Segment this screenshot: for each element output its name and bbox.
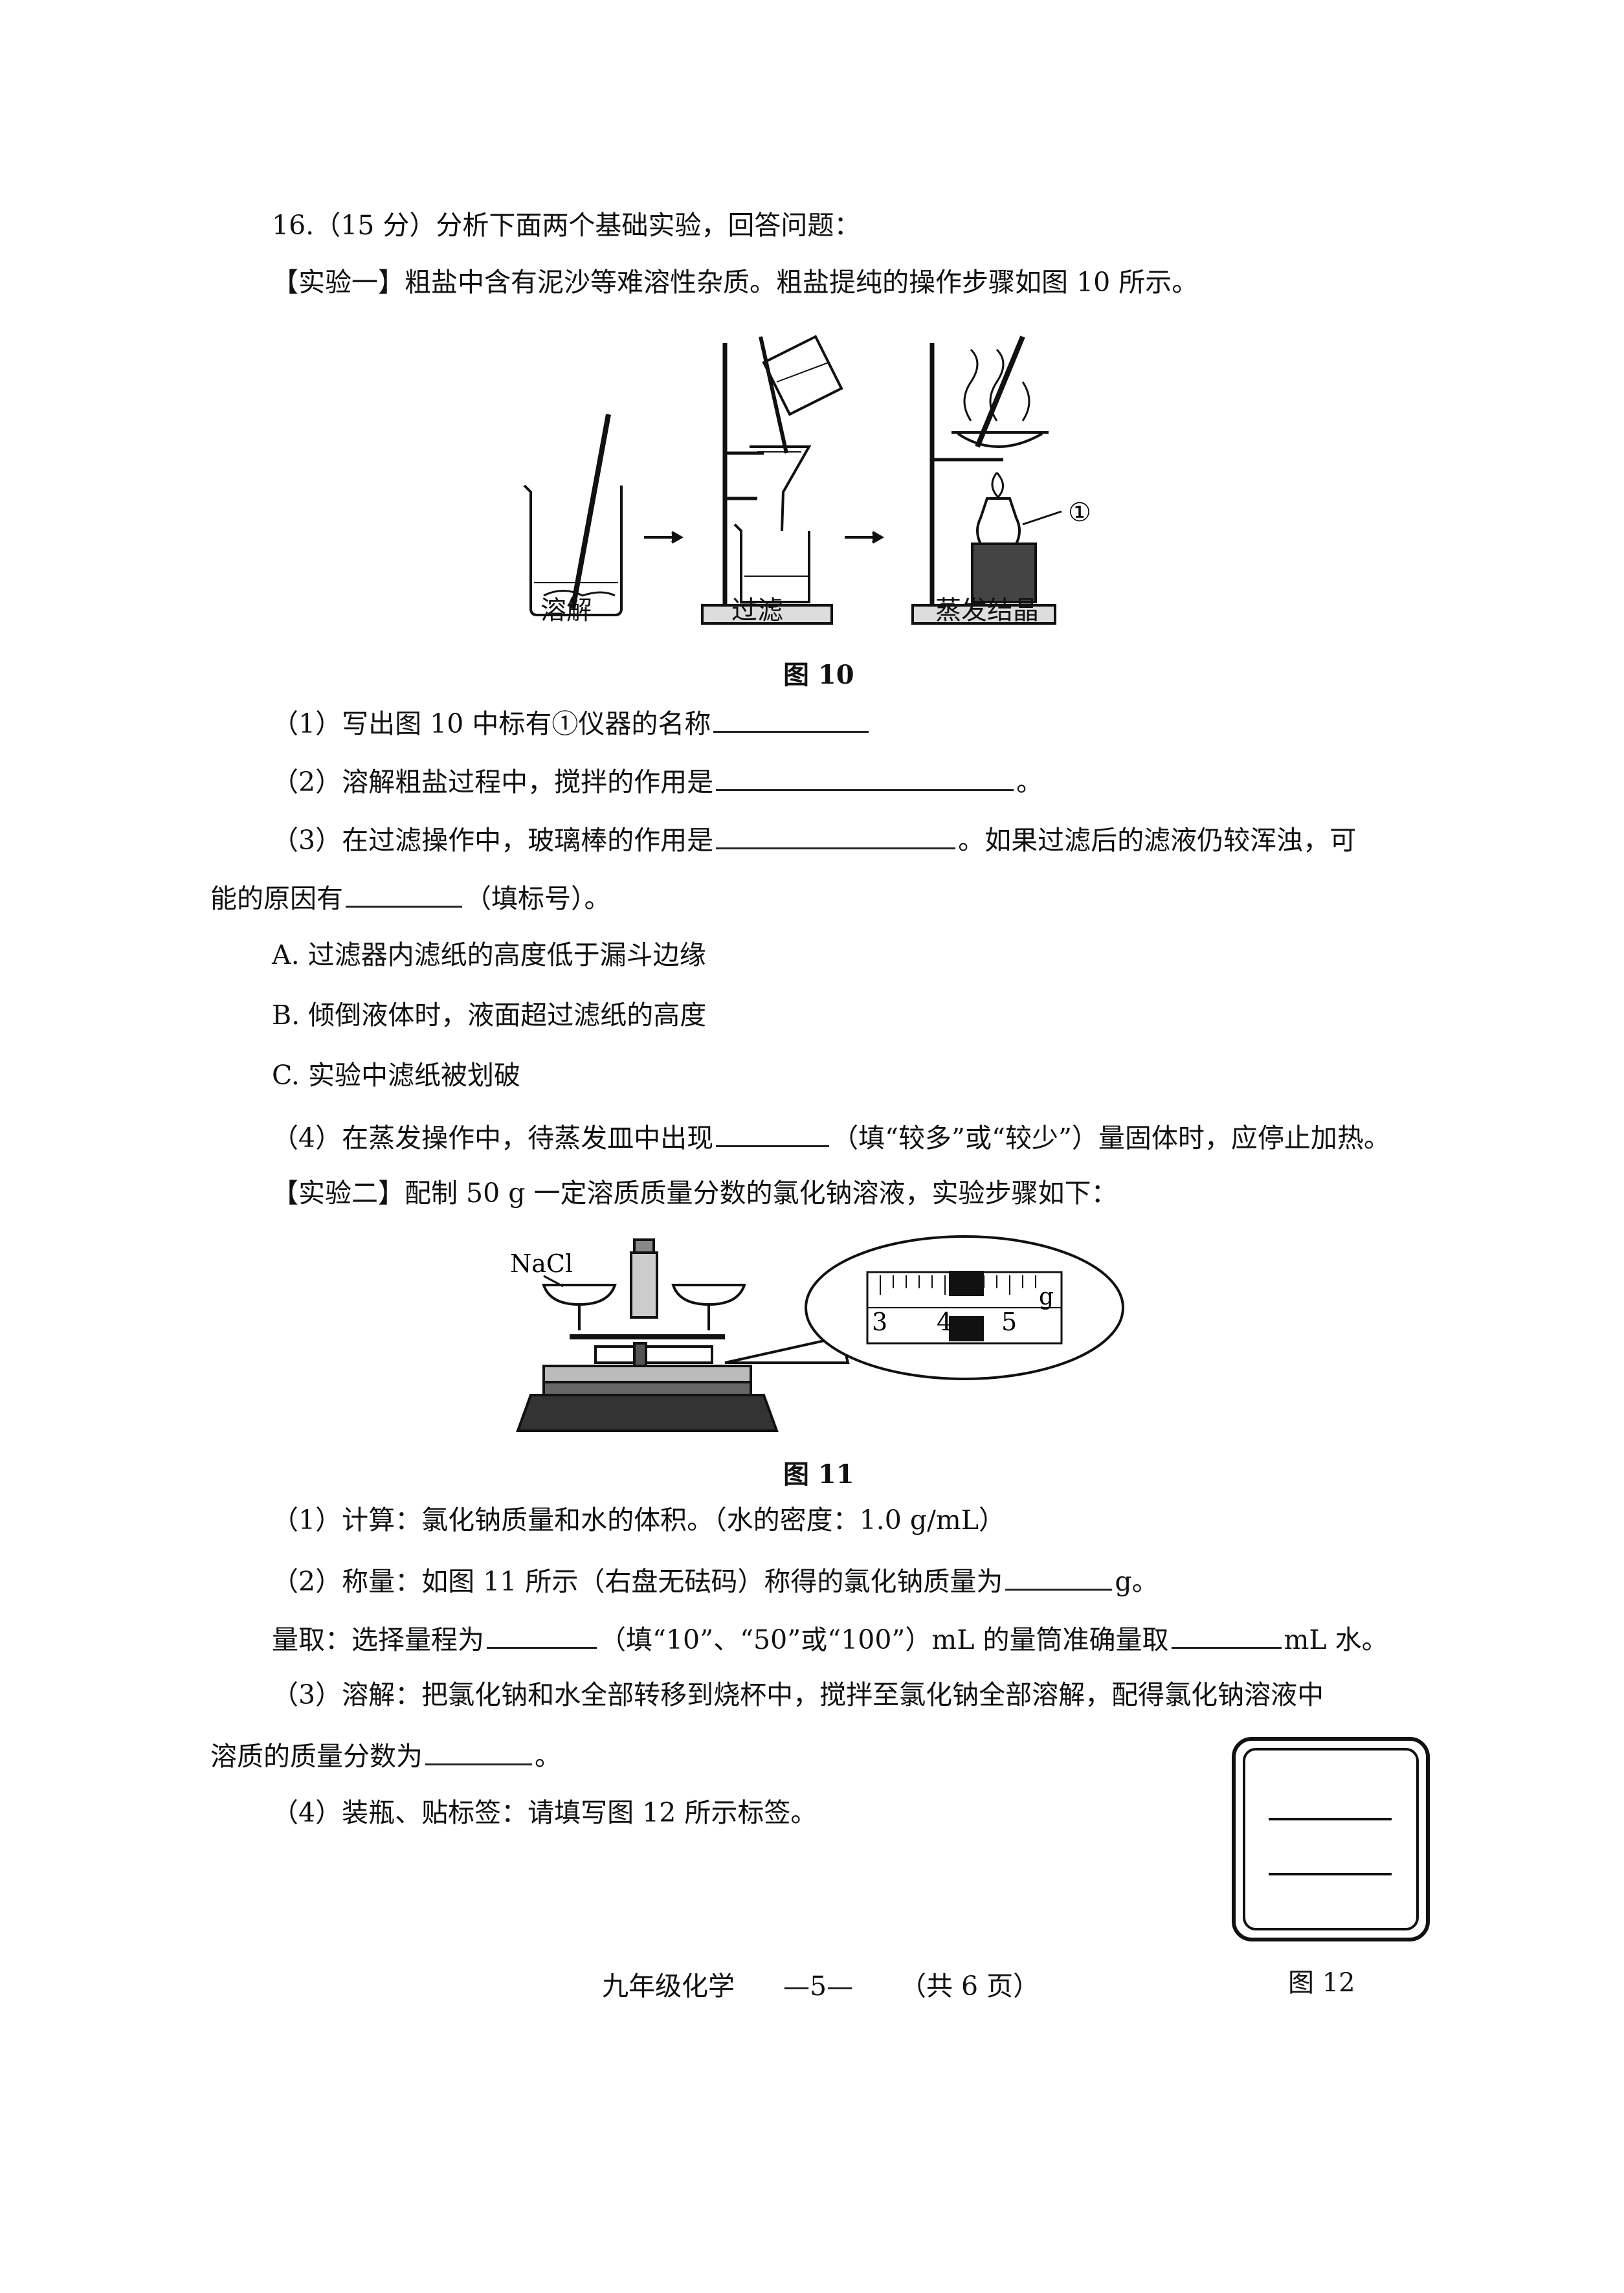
fig11-nacl: NaCl [510, 1249, 573, 1278]
fig12-caption: 图 12 [1288, 1968, 1355, 1998]
p4: （4）装瓶、贴标签：请填写图 12 所示标签。 [272, 1797, 818, 1828]
option-c: C. 实验中滤纸被划破 [272, 1060, 520, 1091]
p3: （3）溶解：把氯化钠和水全部转移到烧杯中，搅拌至氯化钠全部溶解，配得氯化钠溶液中 [272, 1679, 1324, 1710]
figure-10: ① [523, 335, 1091, 625]
q1: （1）写出图 10 中标有①仪器的名称 [272, 702, 871, 742]
fig11-caption: 图 11 [783, 1459, 854, 1490]
experiment-1-intro: 【实验一】粗盐中含有泥沙等难溶性杂质。粗盐提纯的操作步骤如图 10 所示。 [272, 267, 1199, 298]
fig11-tick-3: 3 [872, 1308, 887, 1336]
option-a: A. 过滤器内滤纸的高度低于漏斗边缘 [272, 939, 706, 970]
footer-total: （共 6 页） [900, 1971, 1040, 2002]
q2: （2）溶解粗盐过程中，搅拌的作用是。 [272, 761, 1043, 800]
fig11-unit: g [1039, 1284, 1054, 1310]
fig10-caption: 图 10 [783, 660, 854, 690]
fig11-tick-5: 5 [1001, 1308, 1017, 1336]
option-b: B. 倾倒液体时，液面超过滤纸的高度 [272, 1000, 707, 1031]
q4: （4）在蒸发操作中，待蒸发皿中出现（填“较多”或“较少”）量固体时，应停止加热。 [272, 1117, 1390, 1156]
figure-12-label [1232, 1737, 1430, 1941]
q3: （3）在过滤操作中，玻璃棒的作用是。如果过滤后的滤液仍较浑浊，可 [272, 819, 1356, 858]
footer-page: —5— [783, 1971, 854, 2002]
figure-11: NaCl 3 4 5 g [510, 1235, 1124, 1432]
q3-cont: 能的原因有（填标号）。 [210, 877, 611, 917]
footer-subject: 九年级化学 [602, 1971, 735, 2002]
fig10-label-dissolve: 溶解 [540, 596, 592, 625]
fig10-label-filter: 过滤 [731, 596, 783, 625]
p3-cont: 溶质的质量分数为。 [210, 1735, 561, 1774]
p1: （1）计算：氯化钠质量和水的体积。（水的密度：1.0 g/mL） [272, 1504, 1005, 1536]
fig10-label-evaporate: 蒸发结晶 [935, 596, 1039, 625]
question-stem: 16.（15 分）分析下面两个基础实验，回答问题： [272, 210, 861, 241]
fig10-marker: ① [1068, 498, 1091, 528]
experiment-2-intro: 【实验二】配制 50 g 一定溶质质量分数的氯化钠溶液，实验步骤如下： [272, 1178, 1118, 1209]
fig11-tick-4: 4 [937, 1308, 952, 1336]
